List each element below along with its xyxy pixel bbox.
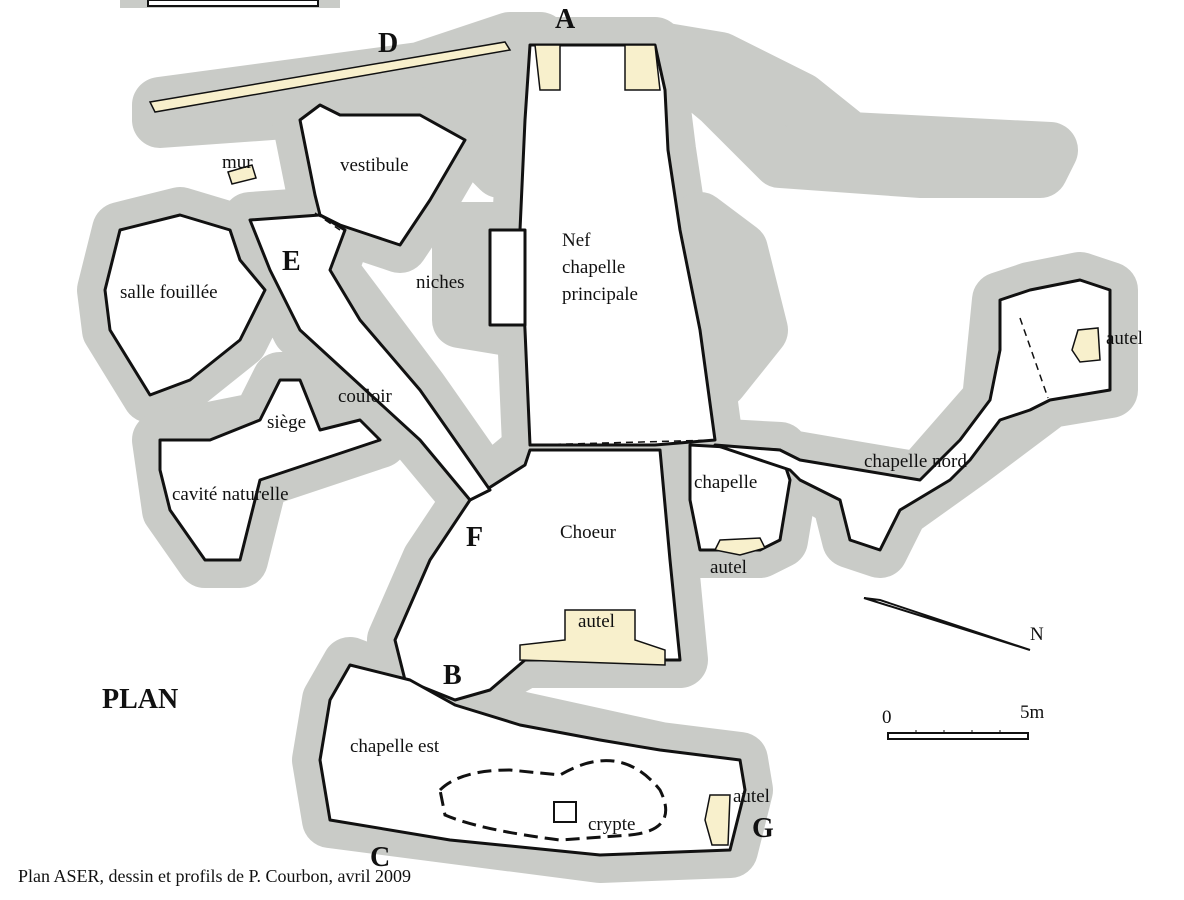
altar-nord bbox=[1071, 327, 1101, 363]
label-nef-1: Nef bbox=[562, 230, 591, 251]
label-vestibule: vestibule bbox=[340, 155, 409, 176]
dashed-arch bbox=[529, 439, 716, 446]
dashed-arch-nord bbox=[1019, 317, 1049, 399]
point-g: G bbox=[752, 813, 774, 844]
point-f: F bbox=[466, 522, 483, 553]
wall-a-left bbox=[534, 44, 561, 91]
room-niches bbox=[488, 228, 527, 327]
label-niches: niches bbox=[416, 272, 465, 293]
label-nef-2: chapelle bbox=[562, 257, 625, 278]
label-chapelle-est: chapelle est bbox=[350, 736, 440, 757]
scale-bar bbox=[887, 730, 1029, 740]
credit: Plan ASER, dessin et profils de P. Courb… bbox=[18, 866, 411, 886]
room-couloir bbox=[248, 213, 492, 502]
point-b: B bbox=[443, 660, 462, 691]
north-arrow-icon bbox=[863, 597, 1031, 651]
label-choeur: Choeur bbox=[560, 522, 617, 543]
label-siege: siège bbox=[267, 412, 306, 433]
point-c: C bbox=[370, 842, 390, 873]
room-cavite bbox=[158, 378, 382, 562]
dashed-arch-e bbox=[314, 212, 341, 231]
wall-a-right bbox=[624, 44, 661, 91]
dashed-arch-b bbox=[409, 679, 456, 706]
wall-mur bbox=[227, 164, 257, 185]
label-crypte: crypte bbox=[588, 814, 635, 835]
label-nef-3: principale bbox=[562, 284, 638, 305]
label-cavite: cavité naturelle bbox=[172, 484, 289, 505]
room-chapelle-nord bbox=[713, 278, 1112, 552]
room-chapelle-est bbox=[318, 663, 747, 857]
label-couloir: couloir bbox=[338, 386, 392, 407]
label-mur: mur bbox=[222, 152, 253, 173]
altar-chapelle bbox=[713, 537, 767, 556]
label-salle-fouillee: salle fouillée bbox=[120, 282, 218, 303]
altar-choeur bbox=[519, 609, 666, 666]
point-a: A bbox=[555, 4, 576, 35]
crypte-outline bbox=[438, 759, 668, 842]
altar-est bbox=[704, 794, 731, 846]
label-chapelle-nord: chapelle nord bbox=[864, 451, 967, 472]
label-chapelle: chapelle bbox=[694, 472, 757, 493]
label-autel-nord: autel bbox=[1106, 328, 1143, 349]
point-e: E bbox=[282, 246, 301, 277]
scale-end: 5m bbox=[1020, 702, 1045, 723]
profile-fragment-outline bbox=[147, 0, 319, 7]
room-salle-fouillee bbox=[103, 213, 267, 397]
label-autel-choeur: autel bbox=[578, 611, 615, 632]
crypte-opening bbox=[553, 801, 577, 823]
point-d: D bbox=[378, 28, 398, 59]
label-autel-chapelle: autel bbox=[710, 557, 747, 578]
label-autel-est: autel bbox=[733, 786, 770, 807]
wall-d bbox=[148, 41, 512, 113]
label-north: N bbox=[1030, 624, 1044, 645]
room-vestibule bbox=[298, 103, 467, 247]
scale-start: 0 bbox=[882, 707, 892, 728]
plan-title: PLAN bbox=[102, 684, 178, 715]
